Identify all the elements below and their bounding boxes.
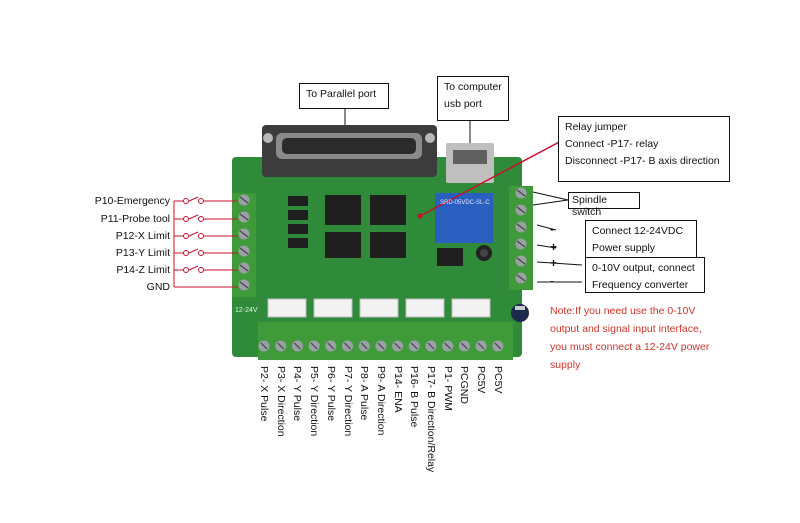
switch-contact-icon [183, 198, 189, 204]
pin-label: P9- A Direction [374, 366, 387, 436]
callout-usb-port: To computer usb port [437, 76, 509, 121]
switch-contact-icon [198, 198, 204, 204]
ic-chip [325, 195, 361, 225]
input-label: P13-Y Limit [115, 247, 170, 259]
pin-label: P14- ENA [391, 366, 404, 413]
switch-contact-icon [198, 216, 204, 222]
input-label: P10-Emergency [94, 195, 170, 207]
switch-contact-icon [198, 250, 204, 256]
pin-label: P16- B Pulse [408, 366, 421, 428]
callout-spindle-switch: Spindle switch [568, 192, 640, 218]
ic-chip [370, 232, 406, 258]
power-plus-sign: + [550, 240, 558, 254]
ic-chip [370, 195, 406, 225]
pin-label: P1- PWM [441, 366, 454, 411]
input-label: P11-Probe tool [100, 213, 170, 225]
pin-header [451, 298, 491, 318]
callout-relay-jumper: Relay jumper Connect -P17- relay Disconn… [558, 116, 730, 182]
callout-spindle-text: Spindle switch [572, 194, 608, 218]
pin-label: P5- Y Direction [308, 366, 321, 437]
switch-contact-icon [183, 267, 189, 273]
pin-label: P17- B Direction/Relay [425, 366, 437, 473]
bottom-terminal-block [258, 322, 513, 360]
pin-label: P2- X Pulse [258, 366, 270, 422]
input-label: P12-X Limit [115, 230, 170, 242]
power-input-label: 12-24V [235, 307, 258, 314]
note-line3: you must connect a 12-24V power [550, 341, 710, 353]
optocoupler [288, 224, 308, 234]
callout-analog-line2: Frequency converter [592, 279, 689, 291]
pin-header [267, 298, 307, 318]
switch-contact-icon [198, 267, 204, 273]
pin-label: PC5V [475, 366, 488, 394]
callout-parallel-port-text: To Parallel port [306, 88, 377, 100]
switch-contact-icon [183, 216, 189, 222]
callout-relay-line3: Disconnect -P17- B axis direction [565, 155, 720, 167]
power-note: Note:If you need use the 0-10V output an… [550, 302, 709, 374]
callout-relay-line2: Connect -P17- relay [565, 138, 659, 150]
callout-power-supply: Connect 12-24VDC Power supply [585, 220, 697, 258]
optocoupler [288, 210, 308, 220]
switch-contact-icon [198, 233, 204, 239]
callout-usb-line2: usb port [444, 98, 482, 110]
power-minus-sign: - [550, 222, 554, 236]
pin-label: P4- Y Pulse [291, 366, 304, 422]
callout-usb-line1: To computer [444, 81, 502, 93]
optocoupler [288, 238, 308, 248]
pin-header [359, 298, 399, 318]
pin-label: PCGND [458, 366, 471, 404]
analog-minus-sign: - [550, 274, 554, 288]
callout-parallel-port: To Parallel port [299, 83, 389, 109]
pin-label: P7- Y Direction [341, 366, 354, 437]
pin-label: P8- A Pulse [358, 366, 371, 421]
relay [435, 193, 493, 243]
callout-analog-output: 0-10V output, connect Frequency converte… [585, 257, 705, 293]
ic-chip [325, 232, 361, 258]
pin-header [405, 298, 445, 318]
voltage-regulator [437, 248, 463, 266]
switch-contact-icon [183, 250, 189, 256]
analog-plus-sign: + [550, 256, 558, 270]
callout-analog-line1: 0-10V output, connect [592, 262, 695, 274]
optocoupler [288, 196, 308, 206]
callout-power-line2: Power supply [592, 242, 656, 254]
callout-relay-line1: Relay jumper [565, 121, 627, 133]
pin-label: PC5V [491, 366, 504, 394]
relay-label: SRD-05VDC-SL-C [440, 200, 490, 206]
input-label: P14-Z Limit [116, 264, 170, 276]
pin-header [313, 298, 353, 318]
pin-label: P3- X Direction [274, 366, 287, 437]
note-line1: Note:If you need use the 0-10V [550, 305, 696, 317]
note-line2: output and signal input interface, [550, 323, 702, 335]
callout-power-line1: Connect 12-24VDC [592, 225, 684, 237]
switch-contact-icon [183, 233, 189, 239]
pin-label: P6- Y Pulse [324, 366, 337, 422]
input-label: GND [146, 281, 170, 293]
note-line4: supply [550, 359, 581, 371]
